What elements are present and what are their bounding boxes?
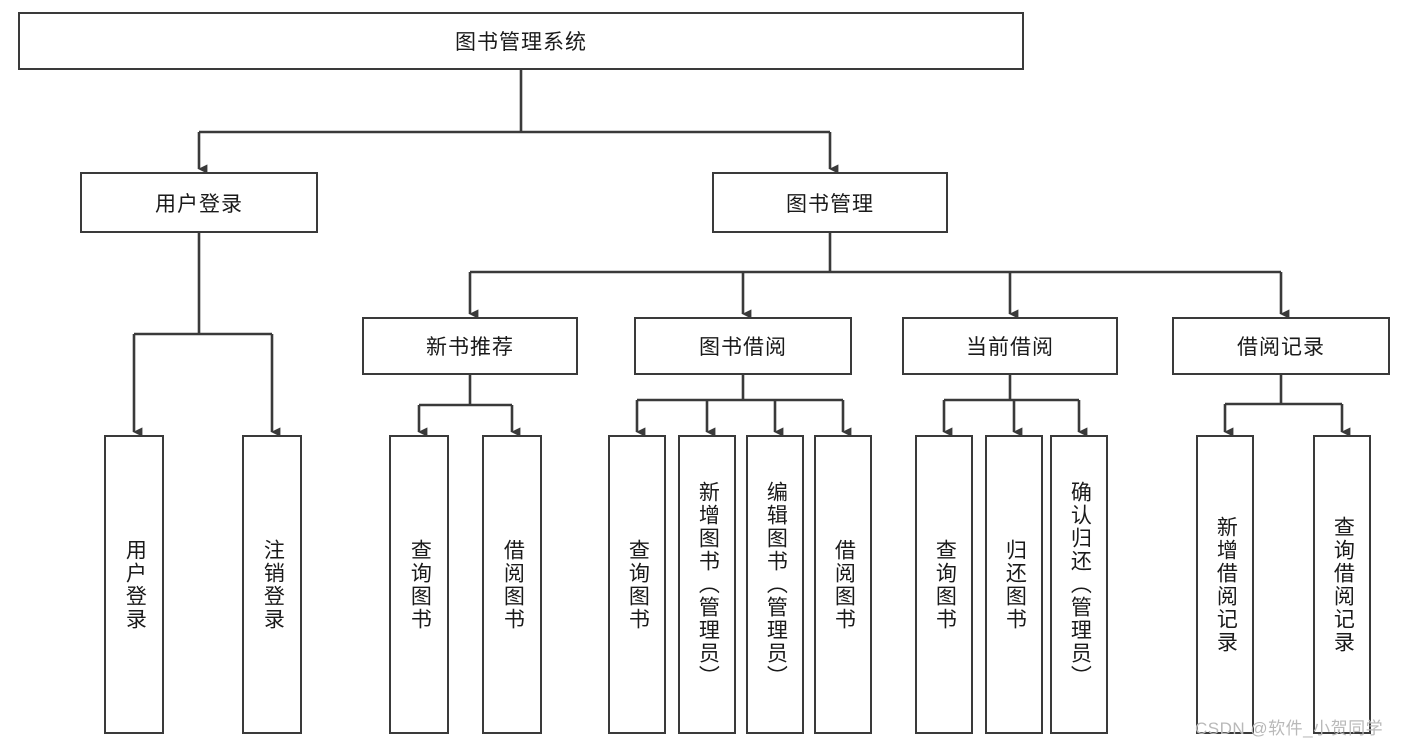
node-label: 用户登录 — [155, 192, 243, 216]
node-leaf-add-rec[interactable]: 新增借阅记录 — [1196, 435, 1254, 734]
node-leaf-borrow-1[interactable]: 借阅图书 — [482, 435, 542, 734]
node-label: 新增借阅记录 — [1214, 515, 1238, 654]
node-leaf-return[interactable]: 归还图书 — [985, 435, 1043, 734]
node-leaf-logout[interactable]: 注销登录 — [242, 435, 302, 734]
node-user-login[interactable]: 用户登录 — [80, 172, 318, 233]
node-label: 归还图书 — [1003, 538, 1027, 631]
node-leaf-confirm[interactable]: 确认归还（管理员） — [1050, 435, 1108, 734]
node-current-borrow[interactable]: 当前借阅 — [902, 317, 1118, 375]
node-label: 确认归还（管理员） — [1068, 481, 1092, 688]
node-label: 借阅图书 — [501, 538, 525, 631]
node-leaf-edit-book[interactable]: 编辑图书（管理员） — [746, 435, 804, 734]
node-root[interactable]: 图书管理系统 — [18, 12, 1024, 70]
csdn-watermark: CSDN @软件_小贺同学 — [1195, 719, 1384, 738]
node-leaf-borrow-2[interactable]: 借阅图书 — [814, 435, 872, 734]
node-label: 图书管理 — [786, 192, 874, 216]
node-leaf-query-2[interactable]: 查询图书 — [608, 435, 666, 734]
node-label: 编辑图书（管理员） — [764, 481, 788, 688]
node-book-mgmt[interactable]: 图书管理 — [712, 172, 948, 233]
node-leaf-add-book[interactable]: 新增图书（管理员） — [678, 435, 736, 734]
node-leaf-login[interactable]: 用户登录 — [104, 435, 164, 734]
node-leaf-query-3[interactable]: 查询图书 — [915, 435, 973, 734]
node-book-borrow[interactable]: 图书借阅 — [634, 317, 852, 375]
node-leaf-query-1[interactable]: 查询图书 — [389, 435, 449, 734]
node-leaf-query-rec[interactable]: 查询借阅记录 — [1313, 435, 1371, 734]
node-new-book-rec[interactable]: 新书推荐 — [362, 317, 578, 375]
node-label: 用户登录 — [123, 538, 147, 631]
node-label: 当前借阅 — [966, 336, 1054, 359]
node-label: 图书管理系统 — [455, 31, 587, 54]
node-label: 借阅图书 — [832, 538, 856, 631]
node-label: 新书推荐 — [426, 336, 514, 359]
node-borrow-record[interactable]: 借阅记录 — [1172, 317, 1390, 375]
node-label: 查询图书 — [408, 538, 432, 631]
node-label: 借阅记录 — [1237, 336, 1325, 359]
node-label: 查询图书 — [933, 538, 957, 631]
node-label: 新增图书（管理员） — [696, 481, 720, 688]
node-label: 查询图书 — [626, 538, 650, 631]
node-label: 注销登录 — [261, 538, 285, 631]
node-label: 图书借阅 — [699, 336, 787, 359]
node-label: 查询借阅记录 — [1331, 515, 1355, 654]
